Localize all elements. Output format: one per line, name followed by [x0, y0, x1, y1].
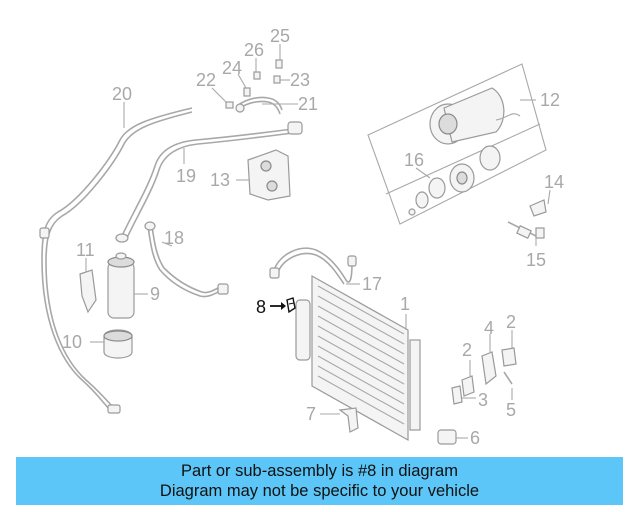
part-number-9: 9	[150, 284, 160, 304]
bracket-13	[236, 149, 291, 201]
part-number-5: 5	[506, 400, 516, 420]
part-number-11: 11	[76, 240, 95, 260]
part-number-labels: 1 2 2 3 4 5 6 7 8 9 10 11 12 13 14 15 16…	[62, 26, 564, 448]
compressor-assembly-12	[367, 63, 547, 225]
fittings-14-15	[507, 189, 551, 246]
bracket-6	[437, 429, 468, 445]
part-8-fitting	[270, 297, 296, 314]
parts-diagram: 1 2 2 3 4 5 6 7 8 9 10 11 12 13 14 15 16…	[39, 26, 564, 448]
banner-line-part-info: Part or sub-assembly is #8 in diagram	[181, 462, 458, 480]
part-number-23: 23	[290, 70, 310, 90]
part-number-21: 21	[298, 94, 318, 114]
ac-line-21	[235, 96, 298, 115]
part-number-14: 14	[544, 172, 564, 192]
condenser-1	[295, 274, 421, 442]
ac-line-17	[269, 247, 360, 285]
brackets-2-3-4-5	[451, 330, 517, 405]
part-number-2a: 2	[462, 340, 472, 360]
small-fittings-22-26	[211, 44, 290, 109]
part-number-17: 17	[362, 274, 382, 294]
info-banner: Part or sub-assembly is #8 in diagram Di…	[16, 457, 623, 505]
part-number-24: 24	[222, 58, 242, 78]
part-number-16: 16	[404, 150, 424, 170]
bracket-11	[79, 258, 97, 314]
clamp-10	[90, 329, 133, 359]
part-number-19: 19	[176, 166, 196, 186]
part-number-6: 6	[470, 428, 480, 448]
part-number-20: 20	[112, 84, 132, 104]
part-number-2b: 2	[506, 312, 516, 332]
part-number-3: 3	[478, 390, 488, 410]
part-number-13: 13	[210, 170, 230, 190]
ac-line-20	[39, 102, 193, 414]
part-number-7: 7	[306, 404, 316, 424]
bracket-7	[320, 407, 359, 433]
receiver-drier-9	[107, 252, 148, 319]
ac-line-18	[144, 221, 229, 298]
part-number-25: 25	[270, 26, 290, 46]
ac-line-19	[115, 121, 303, 243]
part-number-18: 18	[164, 228, 184, 248]
part-number-26: 26	[244, 40, 264, 60]
part-number-1: 1	[400, 294, 410, 314]
part-number-12: 12	[540, 90, 560, 110]
part-number-4: 4	[484, 318, 494, 338]
part-number-15: 15	[526, 250, 546, 270]
banner-line-disclaimer: Diagram may not be specific to your vehi…	[159, 482, 480, 500]
part-number-22: 22	[196, 70, 216, 90]
part-number-10: 10	[62, 332, 82, 352]
part-number-8: 8	[256, 297, 266, 317]
